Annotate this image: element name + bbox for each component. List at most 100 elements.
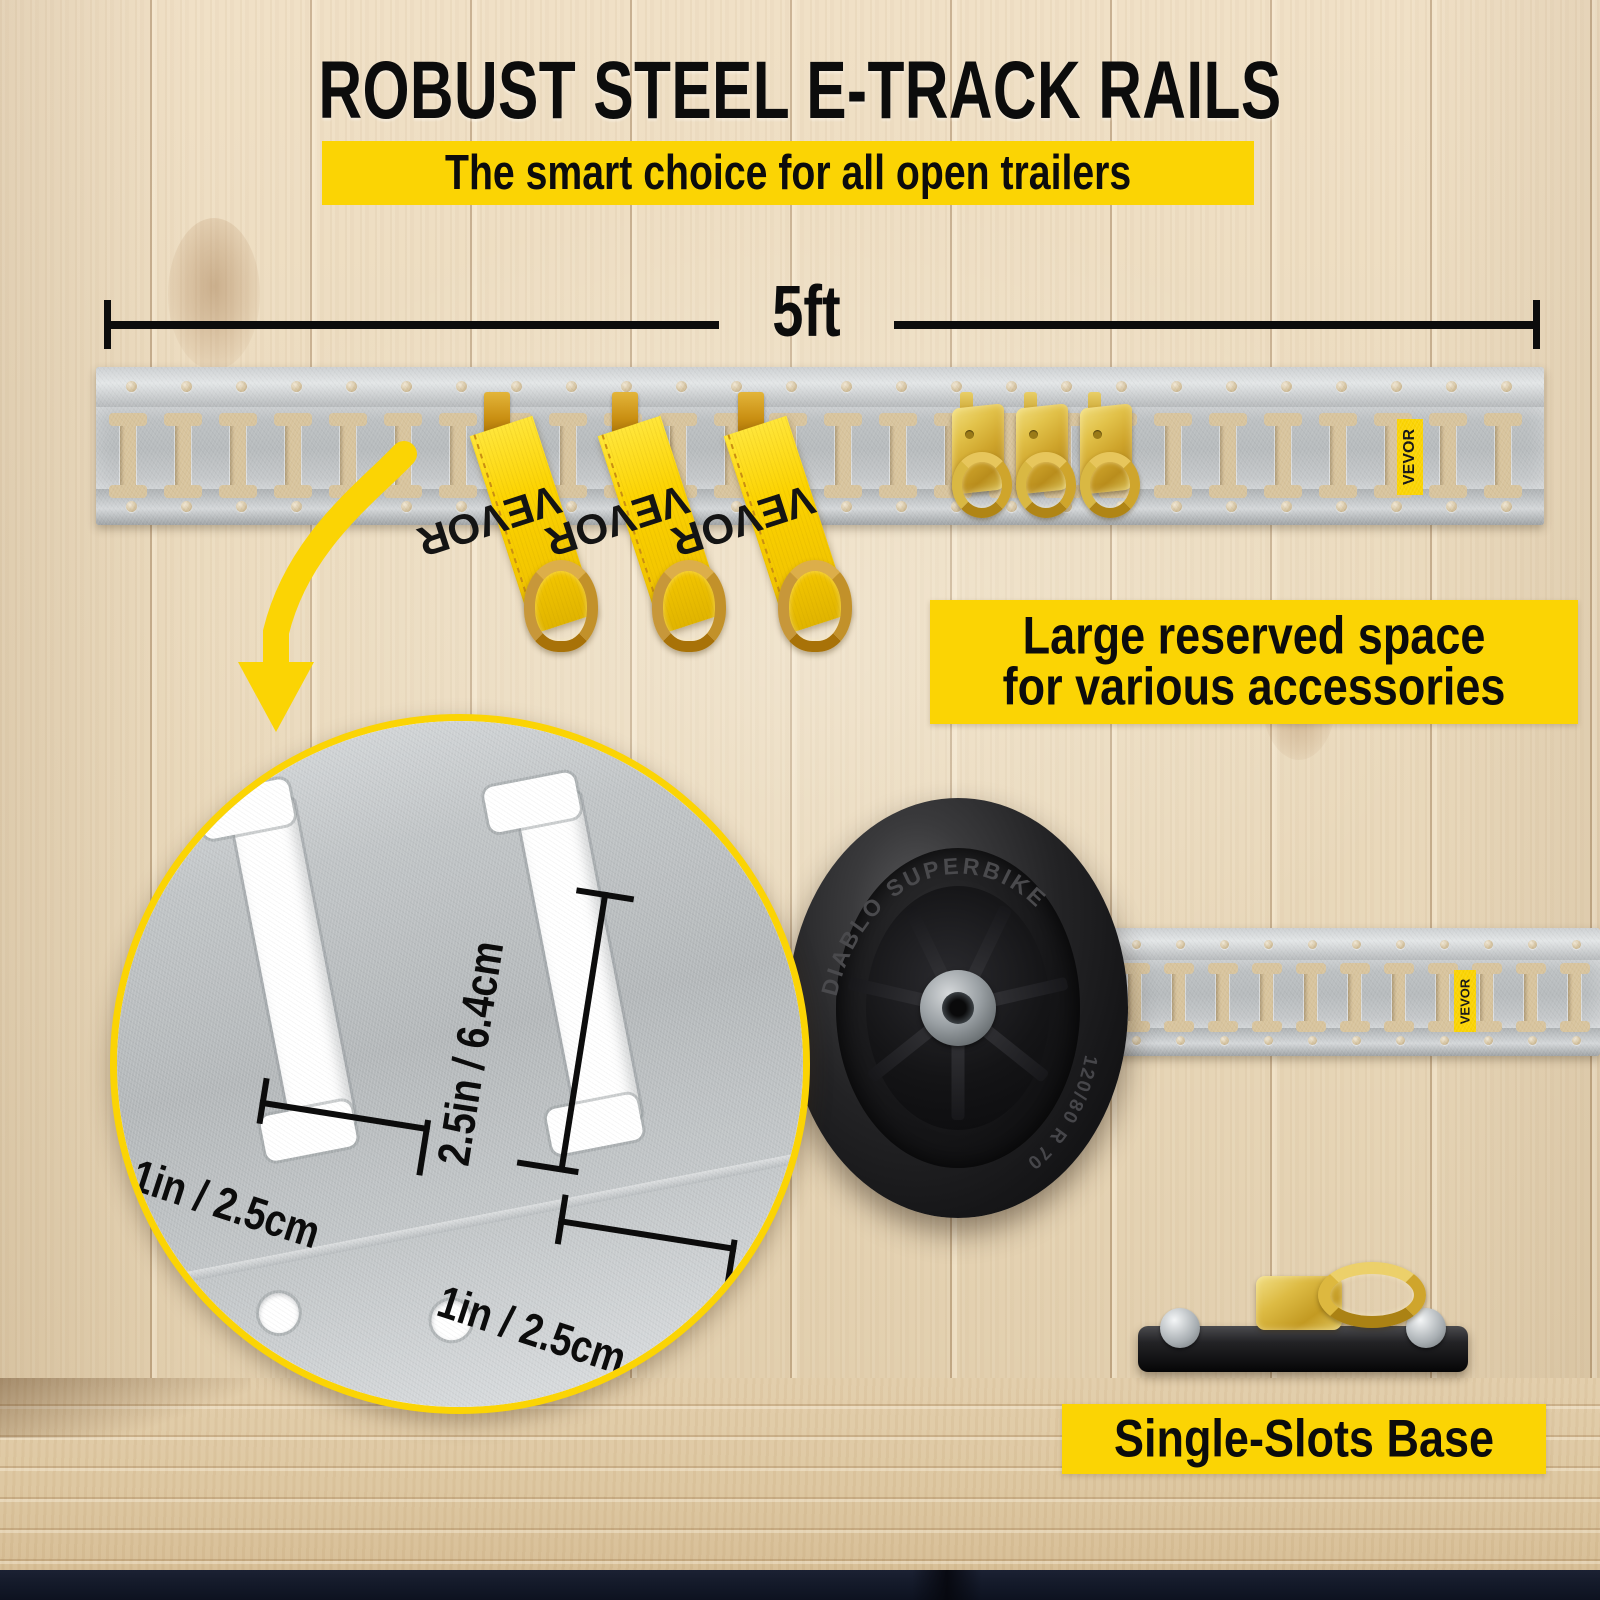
slot-cap-top	[1339, 962, 1370, 974]
vevor-logo-text: VEVOR	[1401, 428, 1419, 486]
tie-down-strap: VEVOR	[666, 392, 852, 658]
slot-cap-bottom	[1429, 484, 1467, 498]
callout-line-1: Single-Slots Base	[1113, 1407, 1495, 1469]
slot-cap-bottom	[1209, 484, 1247, 498]
rail-rivet	[1572, 940, 1581, 949]
slot-cap-bottom	[1154, 484, 1192, 498]
rail-rivet	[896, 381, 907, 392]
slot-cap-top	[1295, 962, 1326, 974]
slot-cap-bottom	[1319, 484, 1357, 498]
strap-d-ring	[524, 560, 598, 652]
slot-cap-bottom	[164, 484, 202, 498]
strap-d-ring	[652, 560, 726, 652]
slot-cap-top	[1559, 962, 1590, 974]
dimension-value: 5ft	[772, 269, 841, 352]
callout-line-1: Large reserved space	[1022, 605, 1486, 666]
fitting-hole	[965, 430, 974, 439]
callout-single-slots-base: Single-Slots Base	[1062, 1404, 1546, 1474]
rail-slot	[1251, 962, 1282, 1032]
rail-slot	[1471, 962, 1502, 1032]
rail-rivet	[1132, 940, 1141, 949]
rail-slot	[1207, 962, 1238, 1032]
slot-cap-bottom	[1163, 1020, 1194, 1032]
rail-rivet	[1440, 940, 1449, 949]
rail-rivet	[1572, 1036, 1581, 1045]
slot-cap-bottom	[1383, 1020, 1414, 1032]
slot-cap-top	[164, 412, 202, 426]
slot-cap-bottom	[1339, 1020, 1370, 1032]
slot-cap-bottom	[1484, 484, 1522, 498]
rail-rivet	[951, 381, 962, 392]
dimension-end-cap-right	[1533, 300, 1540, 349]
strap-d-ring	[778, 560, 852, 652]
rail-slot	[1264, 412, 1302, 498]
rail-rivet	[1308, 1036, 1317, 1045]
fitting-oring	[1016, 452, 1076, 518]
rail-slot	[109, 412, 147, 498]
measure-bar	[259, 1099, 431, 1133]
slot-cap-top	[1319, 412, 1357, 426]
rail-rivet	[621, 381, 632, 392]
vevor-logo-main-rail: VEVOR	[1397, 419, 1423, 495]
rail-rivet	[126, 501, 137, 512]
dimension-end-cap-left	[104, 300, 111, 349]
oring-fitting	[938, 392, 1022, 520]
rail-rivet	[1336, 381, 1347, 392]
wheel-rim	[847, 886, 1069, 1130]
rail-rivet	[1061, 381, 1072, 392]
rail-rivet	[1176, 1036, 1185, 1045]
slot-cap-bottom	[1207, 1020, 1238, 1032]
motorcycle-tire: DIABLO SUPERBIKE 120/80 R 70	[788, 798, 1128, 1218]
rail-rivet	[1132, 1036, 1141, 1045]
rail-slot	[439, 412, 477, 498]
slot-cap-top	[109, 412, 147, 426]
rail-rivet	[1501, 501, 1512, 512]
rail-rivet	[1171, 501, 1182, 512]
page-title: ROBUST STEEL E-TRACK RAILS	[318, 45, 1282, 137]
oring-fitting	[1002, 392, 1086, 520]
subtitle-text: The smart choice for all open trailers	[444, 145, 1132, 200]
rail-rivet	[401, 381, 412, 392]
fitting-oring	[1080, 452, 1140, 518]
rail-slot	[1429, 412, 1467, 498]
wheel-hub	[919, 969, 996, 1046]
base-oring-fitting	[1256, 1262, 1436, 1336]
oring-fitting	[1066, 392, 1150, 520]
rail-rivet	[181, 381, 192, 392]
rail-slot	[879, 412, 917, 498]
rail-slot	[1427, 962, 1458, 1032]
rail-rivet	[731, 381, 742, 392]
rail-rivet	[1116, 381, 1127, 392]
rail-rivet	[1336, 501, 1347, 512]
rail-slot	[1339, 962, 1370, 1032]
magnified-mounting-hole	[255, 1289, 303, 1337]
rail-rivet	[1006, 381, 1017, 392]
slot-cap-top	[1264, 412, 1302, 426]
rail-slot	[1209, 412, 1247, 498]
slot-cap-top	[1429, 412, 1467, 426]
slot-cap-top	[1515, 962, 1546, 974]
rail-slot	[1383, 962, 1414, 1032]
slot-cap-top	[1251, 962, 1282, 974]
rail-rivet	[1176, 940, 1185, 949]
rail-rivet	[1501, 381, 1512, 392]
rail-rivet	[1220, 940, 1229, 949]
rail-rivet	[511, 381, 522, 392]
callout-reserved-space: Large reserved space for various accesso…	[930, 600, 1578, 724]
dimension-line-right	[894, 321, 1535, 329]
rail-rivet	[1171, 381, 1182, 392]
rail-rivet	[1264, 940, 1273, 949]
rail-slot	[1154, 412, 1192, 498]
tie-down-strap: VEVOR	[412, 392, 598, 658]
slot-cap-top	[196, 777, 296, 841]
rail-slot	[1119, 962, 1150, 1032]
fitting-hole	[1029, 430, 1038, 439]
rail-rivet	[676, 381, 687, 392]
slot-cap-top	[1209, 412, 1247, 426]
slot-cap-top	[1154, 412, 1192, 426]
rail-rivet	[1446, 381, 1457, 392]
slot-cap-bottom	[1515, 1020, 1546, 1032]
rail-slot	[1374, 412, 1412, 498]
slot-cap-bottom	[1374, 484, 1412, 498]
